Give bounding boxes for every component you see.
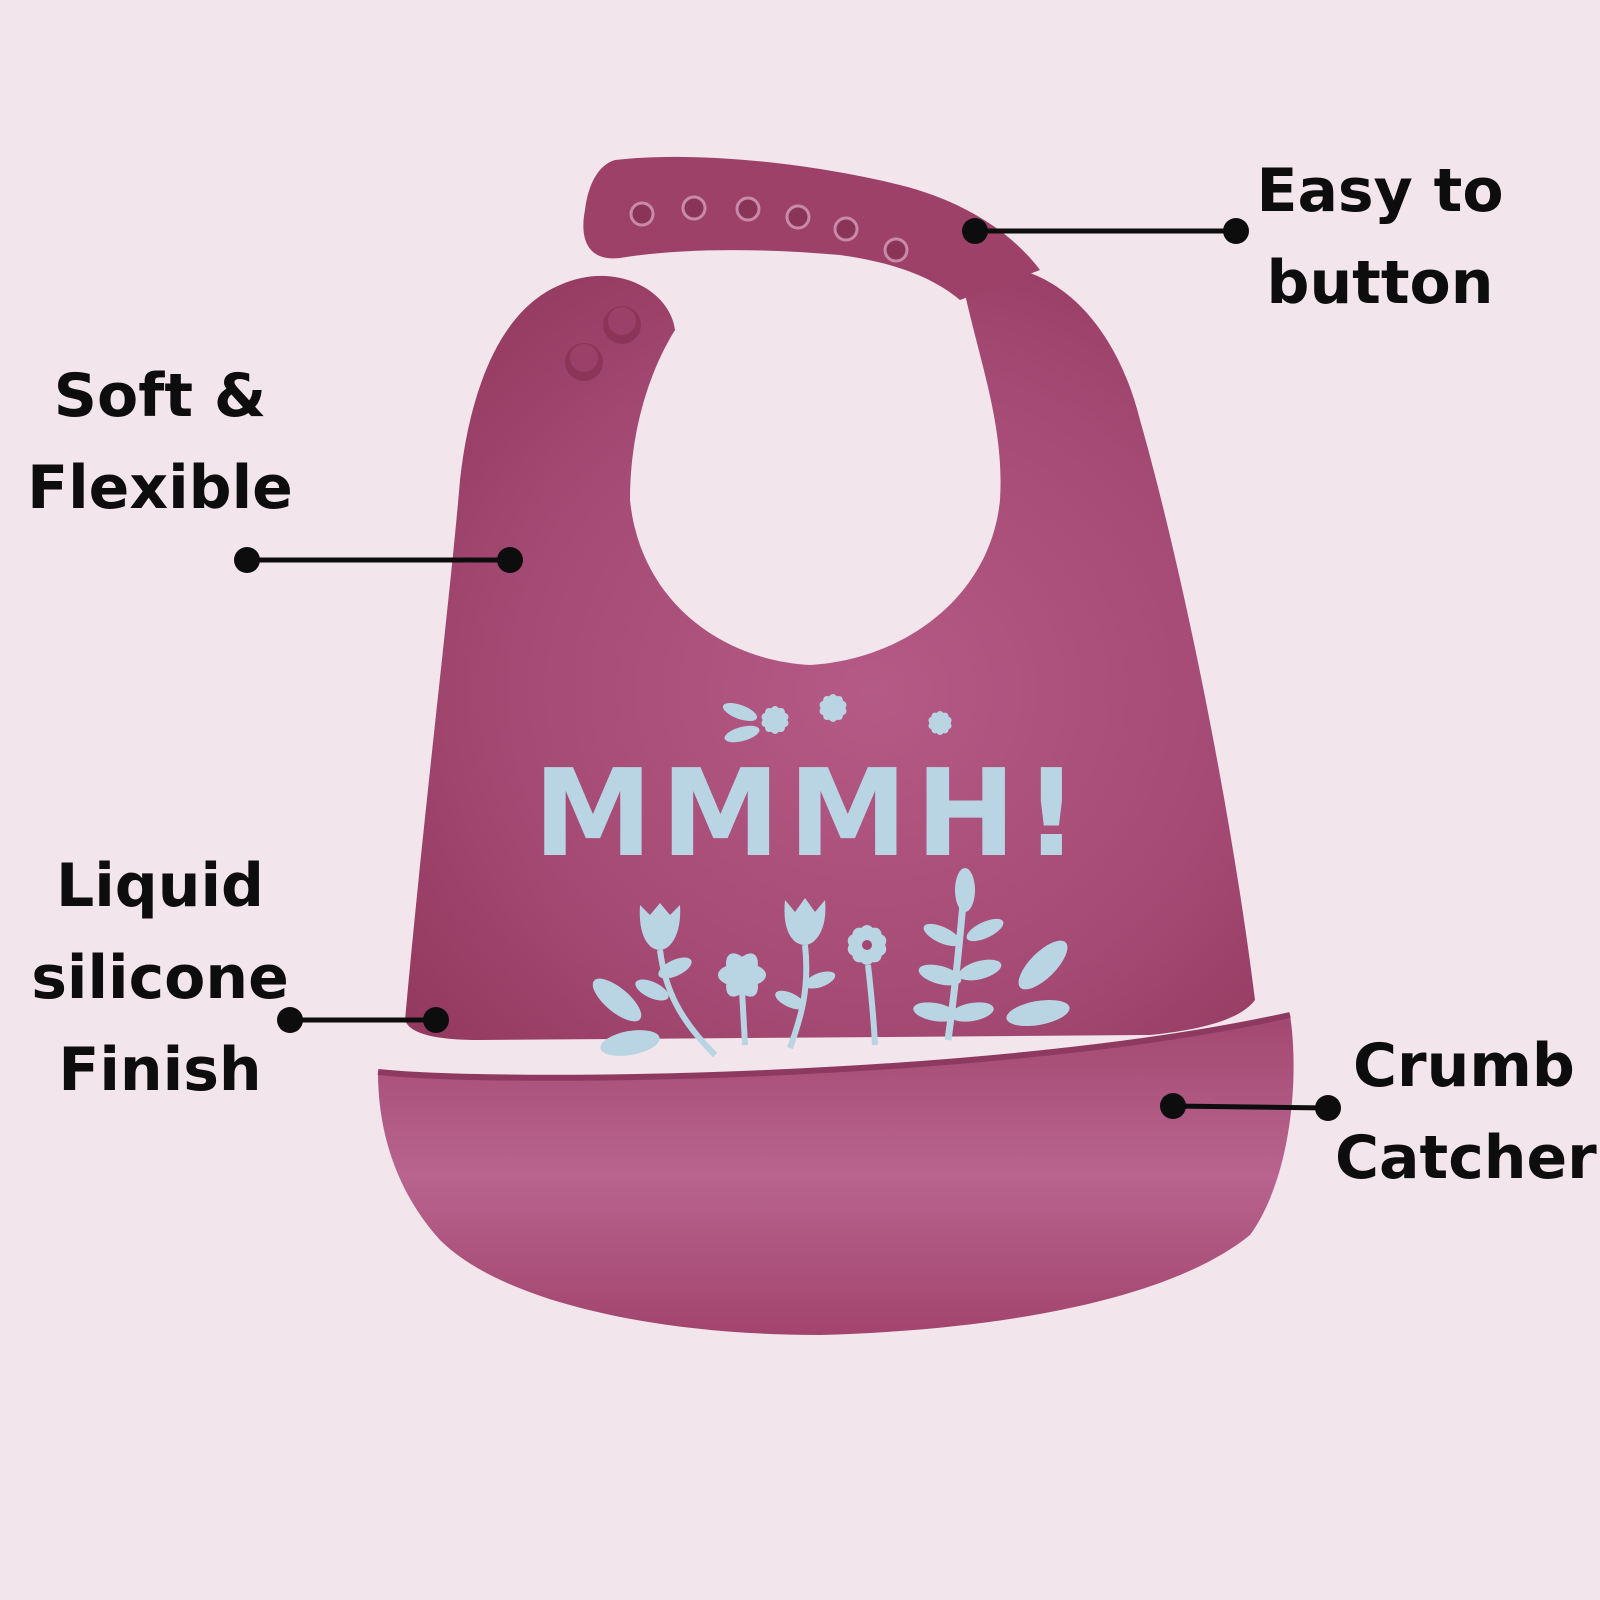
strap-hole	[735, 196, 761, 222]
tulip-icon	[775, 898, 836, 1050]
strap-hole	[681, 195, 707, 221]
callout-line-text: silicone	[31, 943, 289, 1013]
crumb-pocket	[378, 1015, 1294, 1335]
branch-icon	[913, 868, 1004, 1041]
callout-line-easy	[962, 218, 1249, 244]
callout-line-text: Flexible	[27, 453, 293, 523]
callout-line-text: Easy to	[1256, 156, 1504, 226]
strap-hole	[785, 204, 811, 230]
callout-line-text: Crumb	[1353, 1031, 1575, 1101]
flower-icon	[761, 706, 789, 734]
callout-line-crumb	[1160, 1093, 1341, 1121]
callout-line-text: button	[1266, 248, 1494, 318]
bib-print: MMMH!	[533, 694, 1086, 1058]
leaf-icon	[724, 725, 760, 743]
pocket-rim	[377, 1012, 1291, 1081]
callout-line-soft	[234, 547, 523, 573]
callout-liquid-silicone: Liquid silicone Finish	[20, 840, 300, 1116]
snap-button	[570, 344, 598, 372]
tulip-icon	[635, 903, 718, 1058]
flower-icon	[847, 925, 887, 965]
callout-easy-button: Easy to button	[1230, 145, 1530, 329]
callout-line-text: Catcher	[1335, 1123, 1597, 1193]
bib-strap	[583, 156, 1040, 300]
callout-soft-flexible: Soft & Flexible	[20, 350, 300, 534]
callout-line-liquid	[277, 1007, 449, 1033]
leaf-icon	[600, 1030, 660, 1056]
flower-icon	[928, 711, 952, 735]
callout-line-text: Liquid	[56, 851, 264, 921]
flower-icon	[718, 953, 766, 997]
callout-line-text: Soft &	[53, 361, 267, 431]
strap-hole	[883, 237, 909, 263]
strap-hole	[833, 216, 859, 242]
callout-lines	[234, 218, 1341, 1121]
callout-crumb-catcher: Crumb Catcher	[1335, 1020, 1600, 1204]
strap-holes	[629, 195, 909, 263]
bib-print-text: MMMH!	[533, 745, 1086, 884]
leaf-icon	[592, 978, 642, 1022]
leaf-icon	[722, 702, 758, 722]
strap-hole	[629, 201, 655, 227]
snap-button	[608, 307, 636, 335]
callout-line-text: Finish	[58, 1035, 262, 1105]
flower-icon	[819, 694, 847, 722]
snap-buttons	[565, 306, 641, 381]
leaf-icon	[1006, 999, 1070, 1027]
leaf-icon	[1018, 940, 1068, 990]
bib-body	[405, 265, 1255, 1040]
